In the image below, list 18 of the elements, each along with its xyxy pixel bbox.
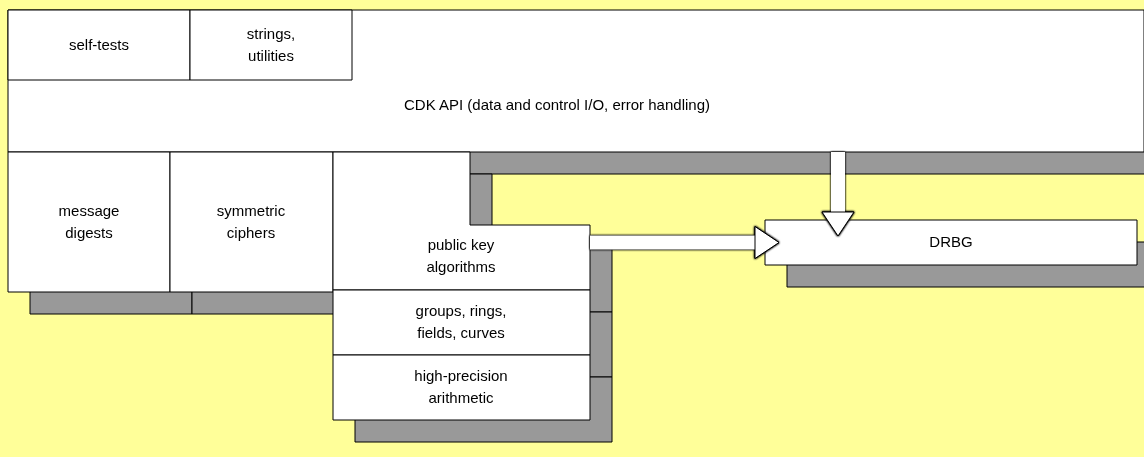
module-label: DRBG <box>928 232 974 252</box>
block-arrow <box>590 226 780 259</box>
module-label: symmetric ciphers <box>215 201 287 243</box>
module-label: public key algorithms <box>425 235 497 277</box>
module-box <box>190 10 352 80</box>
module-box <box>765 220 1137 265</box>
module-box <box>8 152 170 292</box>
module-box <box>333 355 590 420</box>
module-box <box>170 152 333 292</box>
module-label: high-precision arithmetic <box>413 366 509 408</box>
module-box <box>8 10 190 80</box>
module-label: CDK API (data and control I/O, error handling) <box>403 95 711 115</box>
module-label: self-tests <box>68 35 130 55</box>
module-label: message digests <box>57 201 121 243</box>
module-box <box>333 290 590 355</box>
module-label: strings, utilities <box>245 24 297 66</box>
module-label: groups, rings, fields, curves <box>414 301 508 343</box>
block-arrow <box>821 152 855 237</box>
